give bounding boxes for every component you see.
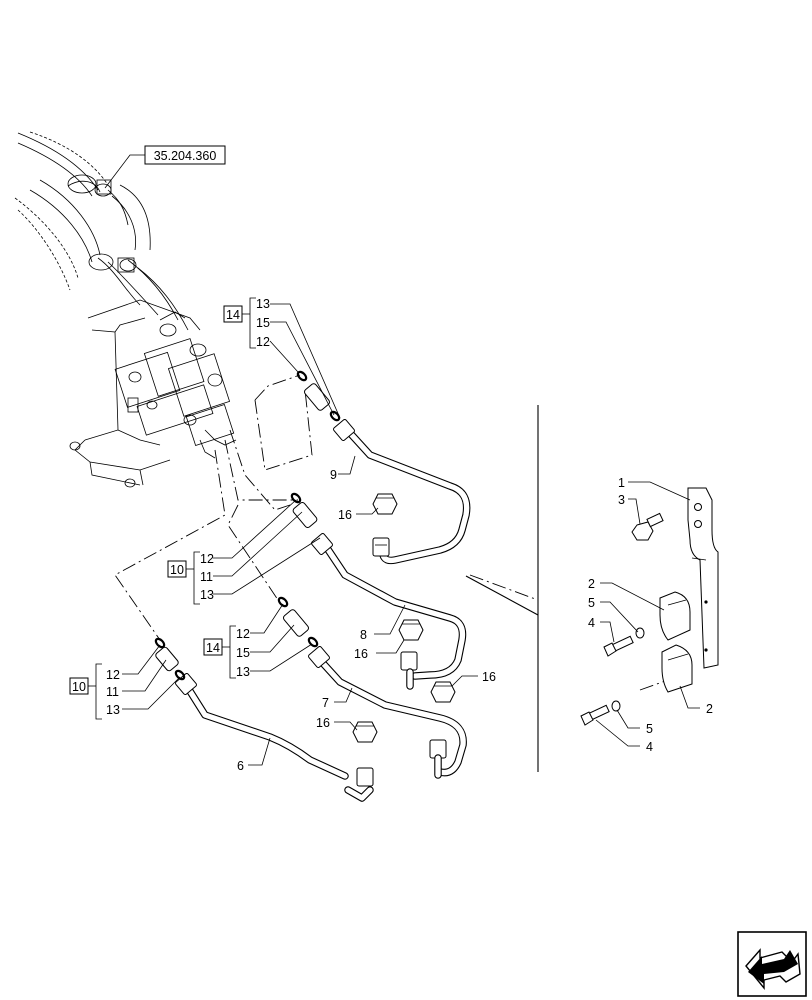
callout-16: 16 bbox=[338, 508, 352, 522]
callout-5: 5 bbox=[588, 596, 595, 610]
group-item: 12 bbox=[236, 627, 250, 641]
background-hoses bbox=[14, 131, 189, 331]
callout-6: 6 bbox=[237, 759, 244, 773]
callout-2: 2 bbox=[706, 702, 713, 716]
group-item: 15 bbox=[256, 316, 270, 330]
bracket-parts bbox=[580, 487, 719, 726]
leader-lines bbox=[104, 154, 700, 766]
group-label: 14 bbox=[206, 641, 220, 655]
pipe-7 bbox=[308, 646, 467, 779]
next-page-arrow-icon[interactable] bbox=[737, 931, 807, 997]
group-10-middle: 10 12 11 13 bbox=[167, 551, 214, 605]
perspective-line bbox=[465, 575, 539, 616]
group-10-bottom: 10 12 11 13 bbox=[69, 663, 120, 720]
group-item: 12 bbox=[256, 335, 270, 349]
pipe-8 bbox=[311, 533, 467, 690]
group-item: 12 bbox=[106, 668, 120, 682]
group-item: 11 bbox=[200, 570, 213, 584]
callout-1: 1 bbox=[618, 476, 625, 490]
callout-16: 16 bbox=[354, 647, 368, 661]
group-item: 13 bbox=[106, 703, 120, 717]
group-label: 10 bbox=[72, 680, 86, 694]
group-item: 13 bbox=[200, 588, 214, 602]
callout-16: 16 bbox=[482, 670, 496, 684]
group-item: 12 bbox=[200, 552, 214, 566]
callout-5: 5 bbox=[646, 722, 653, 736]
callout-numbers: 9 16 8 16 16 7 16 6 1 3 2 5 4 2 5 4 bbox=[237, 468, 713, 773]
group-14-lower: 14 12 15 13 bbox=[203, 625, 250, 679]
group-label: 14 bbox=[226, 308, 240, 322]
callout-16: 16 bbox=[316, 716, 330, 730]
group-item: 13 bbox=[236, 665, 250, 679]
group-14-top: 14 13 15 12 bbox=[223, 297, 270, 349]
group-item: 11 bbox=[106, 685, 119, 699]
callout-7: 7 bbox=[322, 696, 329, 710]
pipe-9 bbox=[333, 419, 471, 565]
pipe-6 bbox=[175, 673, 374, 802]
valve-block-assembly bbox=[69, 299, 237, 488]
group-item: 13 bbox=[256, 297, 270, 311]
callout-4: 4 bbox=[588, 616, 595, 630]
reference-box[interactable]: 35.204.360 bbox=[144, 145, 226, 165]
reference-label: 35.204.360 bbox=[154, 149, 217, 163]
callout-8: 8 bbox=[360, 628, 367, 642]
callout-9: 9 bbox=[330, 468, 337, 482]
callout-2: 2 bbox=[588, 577, 595, 591]
group-item: 15 bbox=[236, 646, 250, 660]
fittings bbox=[154, 370, 456, 743]
callout-3: 3 bbox=[618, 493, 625, 507]
group-label: 10 bbox=[170, 563, 184, 577]
callout-4: 4 bbox=[646, 740, 653, 754]
